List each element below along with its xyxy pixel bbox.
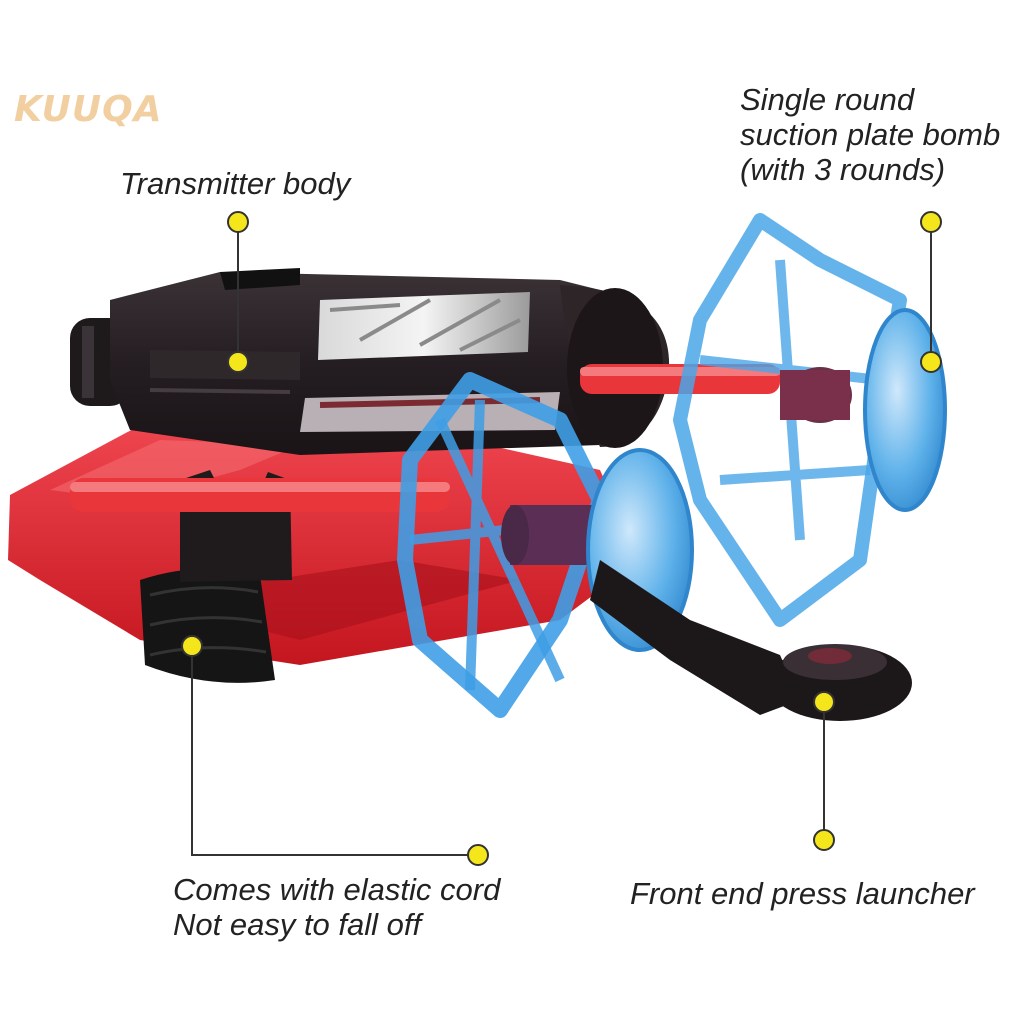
callout-line: Not easy to fall off <box>173 907 422 942</box>
callout-suction-bomb: Single round suction plate bomb (with 3 … <box>740 82 1000 187</box>
callout-dot-launcher <box>813 691 835 713</box>
callout-line: Transmitter body <box>120 166 351 201</box>
callout-dots <box>181 211 942 866</box>
leader-lines <box>191 222 932 856</box>
callout-dot-transmitter-body <box>227 351 249 373</box>
callout-dot-cord-end <box>467 844 489 866</box>
web-dart-back <box>673 213 947 627</box>
callout-dot-launcher-end <box>813 829 835 851</box>
callout-elastic-cord: Comes with elastic cord Not easy to fall… <box>173 872 500 942</box>
callout-dot-bomb-top <box>920 211 942 233</box>
elastic-strap <box>140 568 275 683</box>
front-press-launcher <box>590 560 912 721</box>
callout-line: Comes with elastic cord <box>173 872 501 907</box>
callout-dot-bomb <box>920 351 942 373</box>
callout-front-launcher: Front end press launcher <box>630 876 975 911</box>
callout-line: Single round <box>740 82 915 117</box>
brand-logo: KUUQA <box>14 89 163 130</box>
launch-rods <box>70 364 780 512</box>
callout-dot-strap <box>181 635 203 657</box>
callout-line: (with 3 rounds) <box>740 152 946 187</box>
callout-line: suction plate bomb <box>740 117 1001 152</box>
callout-transmitter-body: Transmitter body <box>120 166 350 201</box>
callout-dot-transmitter-top <box>227 211 249 233</box>
transmitter-body <box>70 268 670 455</box>
callout-line: Front end press launcher <box>630 876 975 911</box>
